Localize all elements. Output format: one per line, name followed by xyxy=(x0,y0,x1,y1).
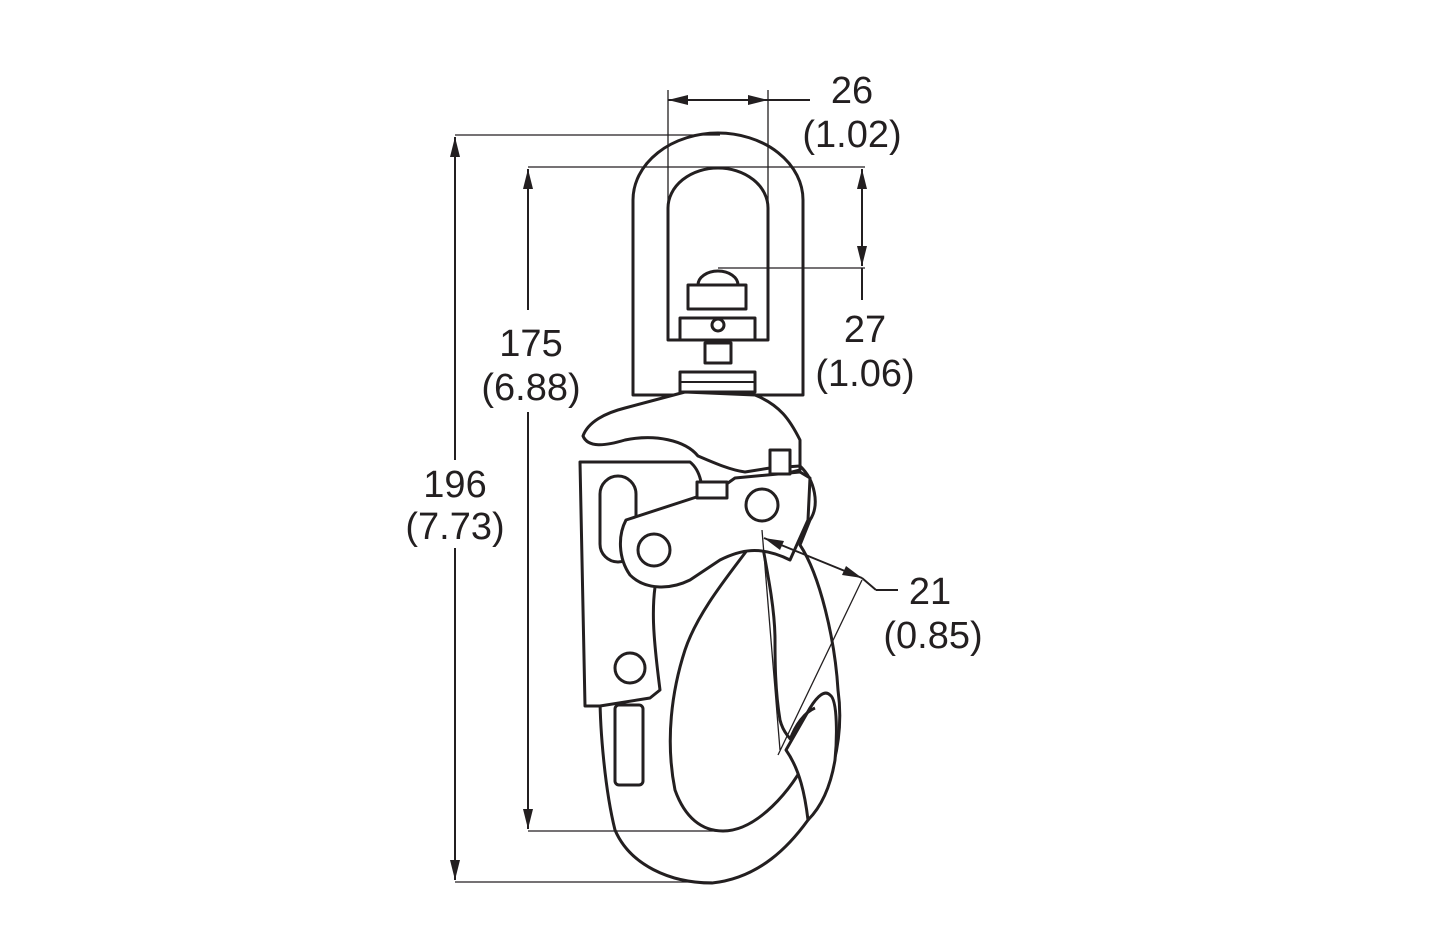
hook-nose xyxy=(784,691,838,822)
dimension-overall-length: 196 (7.73) xyxy=(405,134,720,883)
body-length-mm: 175 xyxy=(499,323,562,365)
hook-throat xyxy=(668,530,810,833)
eye-length-in: (1.06) xyxy=(815,353,914,395)
snap-hook xyxy=(578,131,842,885)
dimension-eye-length: 27 (1.06) xyxy=(718,166,915,395)
swivel-collar xyxy=(678,370,757,394)
overall-length-mm: 196 xyxy=(423,464,486,506)
gate-opening-mm: 21 xyxy=(909,571,951,613)
body-length-in: (6.88) xyxy=(481,367,580,409)
gate-opening-in: (0.85) xyxy=(883,615,982,657)
overall-length-in: (7.73) xyxy=(405,506,504,548)
eye-width-in: (1.02) xyxy=(802,114,901,156)
locking-lever xyxy=(619,448,812,589)
dimension-body-length: 175 (6.88) xyxy=(481,166,720,832)
swivel-eye xyxy=(631,131,805,397)
dimension-gate-opening: 21 (0.85) xyxy=(761,529,983,756)
eye-width-mm: 26 xyxy=(831,70,873,112)
dimension-eye-width: 26 (1.02) xyxy=(667,70,902,210)
eye-length-mm: 27 xyxy=(844,309,886,351)
